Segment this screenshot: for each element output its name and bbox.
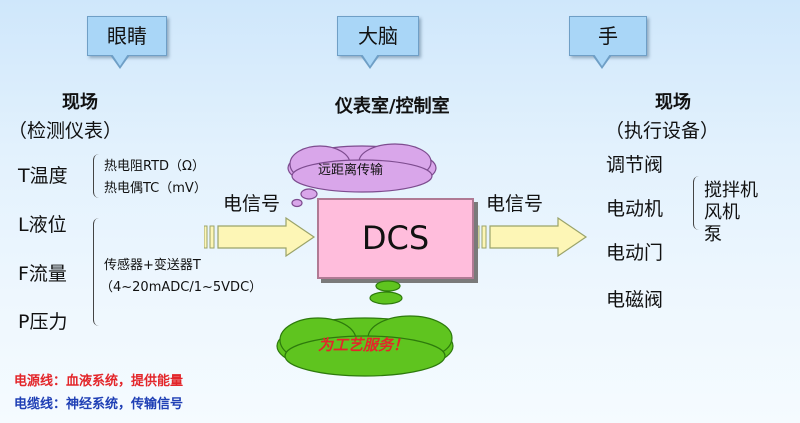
right-signal-label: 电信号 bbox=[486, 193, 544, 215]
remote-cloud-label: 远距离传输 bbox=[318, 163, 384, 178]
left-signal-label: 电信号 bbox=[223, 193, 281, 215]
hand-callout: 手 bbox=[569, 16, 647, 69]
measure-item-pressure: P压力 bbox=[18, 311, 68, 333]
eyes-callout: 眼睛 bbox=[87, 16, 167, 69]
transmitter-range: （4~20mADC/1~5VDC） bbox=[100, 280, 263, 295]
actuator-item-electric-door: 电动门 bbox=[606, 242, 664, 264]
left-heading-line1: 现场 bbox=[62, 92, 98, 113]
transmitter-brace bbox=[93, 218, 102, 326]
motor-load-pump: 泵 bbox=[704, 224, 722, 245]
measure-item-level: L液位 bbox=[18, 214, 67, 236]
service-cloud-shape bbox=[276, 280, 454, 377]
right-heading-line2: （执行设备） bbox=[605, 120, 720, 142]
brain-callout: 大脑 bbox=[337, 16, 419, 69]
actuator-item-motor: 电动机 bbox=[606, 198, 664, 220]
right-arrow bbox=[476, 216, 588, 258]
dcs-label: DCS bbox=[361, 219, 430, 257]
hand-callout-label: 手 bbox=[598, 24, 618, 48]
legend-cable-line: 电缆线：神经系统，传输信号 bbox=[14, 397, 184, 412]
motor-load-fan: 风机 bbox=[704, 202, 740, 223]
actuator-item-solenoid-valve: 电磁阀 bbox=[606, 289, 664, 311]
right-heading-line1: 现场 bbox=[655, 92, 691, 113]
temperature-brace bbox=[93, 154, 102, 198]
transmitter-label: 传感器+变送器T bbox=[104, 258, 201, 273]
measure-item-temperature: T温度 bbox=[18, 165, 68, 187]
motor-load-mixer: 搅拌机 bbox=[704, 180, 758, 201]
left-heading-line2: （检测仪表） bbox=[8, 120, 123, 142]
remote-cloud-shape bbox=[287, 143, 437, 208]
service-cloud-label: 为工艺服务！ bbox=[318, 336, 409, 354]
legend-power-line: 电源线：血液系统，提供能量 bbox=[14, 374, 184, 389]
temp-sensor-tc: 热电偶TC（mV） bbox=[104, 181, 207, 196]
measure-item-flow: F流量 bbox=[18, 263, 67, 285]
temp-sensor-rtd: 热电阻RTD（Ω） bbox=[104, 159, 205, 174]
center-heading: 仪表室/控制室 bbox=[335, 96, 450, 117]
actuator-item-valve: 调节阀 bbox=[606, 154, 664, 176]
dcs-box: DCS bbox=[317, 198, 474, 279]
motor-load-brace bbox=[693, 176, 702, 230]
left-arrow bbox=[204, 216, 316, 258]
brain-callout-label: 大脑 bbox=[358, 24, 398, 48]
eyes-callout-label: 眼睛 bbox=[107, 24, 147, 48]
